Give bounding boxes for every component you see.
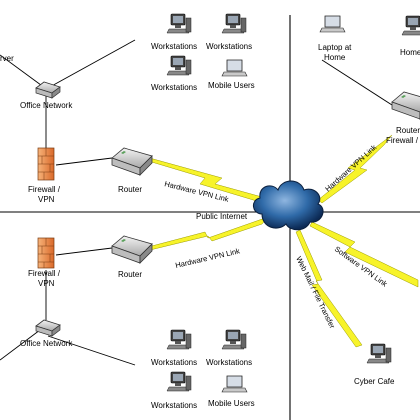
laptop-at-home-label: Laptop at [318, 43, 352, 52]
workstations-label: Workstations [151, 401, 197, 410]
workstations-label: Workstations [151, 42, 197, 51]
workstation-icon [221, 13, 247, 34]
lightning-bottom-left [147, 216, 269, 251]
server-label: rver [0, 54, 14, 63]
office-network-label: Office Network [20, 339, 73, 348]
firewall-label: VPN [38, 279, 55, 288]
hardware-vpn-label: Hardware VPN Link [164, 179, 230, 204]
workstation-icon [166, 13, 192, 34]
router-label: Router [118, 270, 142, 279]
laptop-icon [221, 375, 248, 393]
firewall-label: Firewall / [28, 185, 61, 194]
firewall-icon [37, 147, 55, 181]
public-internet-label: Public Internet [196, 212, 248, 221]
mobile-users-label: Mobile Users [208, 81, 255, 90]
home-label: Home [400, 48, 420, 57]
router-icon [111, 235, 153, 264]
firewall-label: Firewall / [386, 136, 419, 145]
workstations-label: Workstations [206, 358, 252, 367]
workstations-label: Workstations [151, 83, 197, 92]
vpn-links [144, 134, 419, 348]
workstations-label: Workstations [206, 42, 252, 51]
hardware-vpn-label: Hardware VPN Link [323, 143, 378, 194]
cloud-icon [253, 180, 324, 231]
switch-icon [35, 319, 61, 337]
workstation-icon [166, 371, 192, 392]
firewall-icon [37, 237, 55, 269]
hardware-vpn-label: Hardware VPN Link [174, 246, 240, 270]
lightning-webmail [295, 229, 363, 348]
workstation-icon [166, 329, 192, 350]
router-label: Router [396, 126, 420, 135]
mobile-users-label: Mobile Users [208, 399, 255, 408]
office-network-label: Office Network [20, 101, 73, 110]
router-icon [111, 147, 153, 176]
cyber-cafe-label: Cyber Cafe [354, 377, 395, 386]
connections [0, 39, 393, 366]
workstation-icon [401, 15, 420, 36]
router-label: Router [118, 185, 142, 194]
laptop-at-home-label: Home [324, 53, 346, 62]
laptop-icon [319, 15, 346, 33]
router-icon [391, 91, 420, 120]
workstation-icon [366, 343, 392, 364]
laptop-icon [221, 59, 248, 77]
firewall-label: Firewall / [28, 269, 61, 278]
workstations-label: Workstations [151, 358, 197, 367]
firewall-label: VPN [38, 195, 55, 204]
lightning-right [317, 134, 393, 204]
lightning-software [309, 221, 419, 288]
workstation-icon [166, 55, 192, 76]
workstation-icon [221, 329, 247, 350]
